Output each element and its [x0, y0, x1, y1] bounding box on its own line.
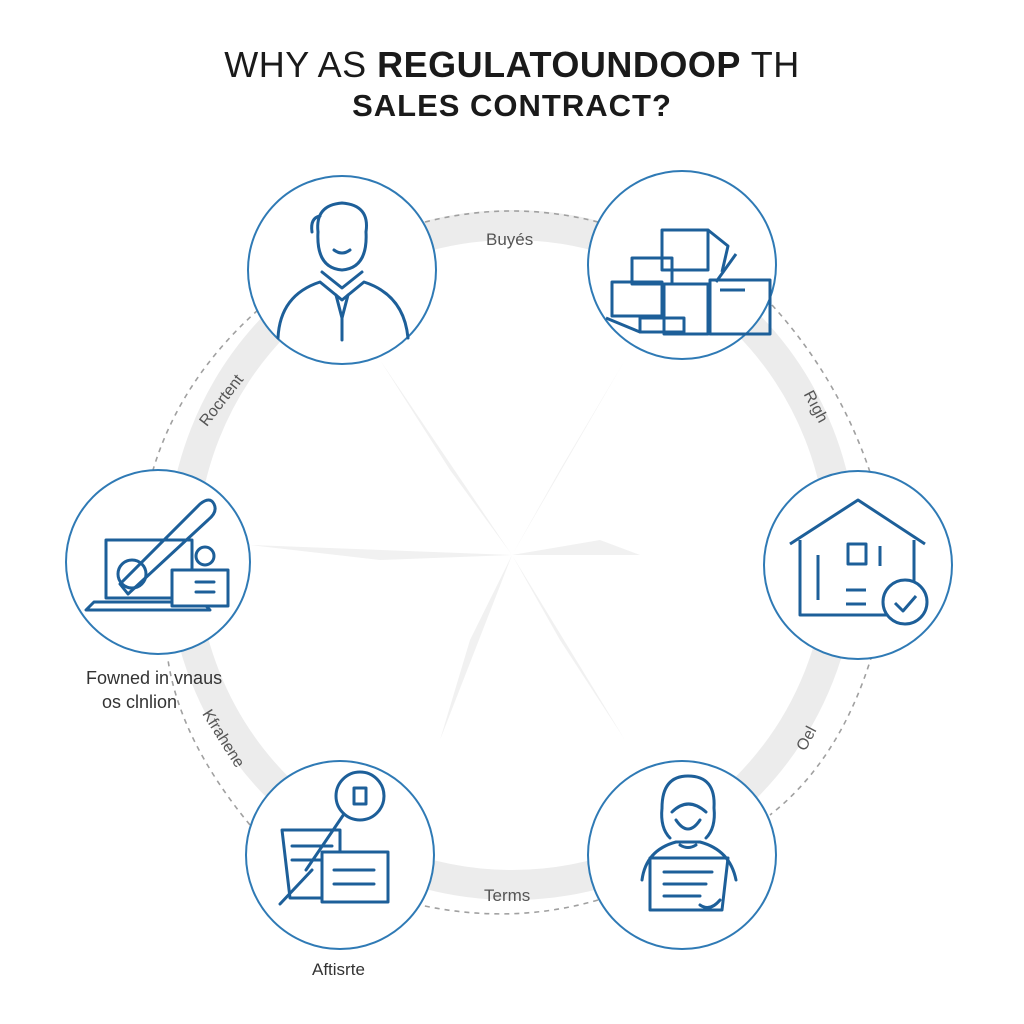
laptop-pen-icon: [84, 498, 230, 612]
title-line-1: WHY AS REGULATOUNDOOP TH: [0, 44, 1024, 86]
title-regular: WHY AS: [224, 44, 378, 85]
dashed-connectors: [152, 210, 873, 915]
node-circle-woman: [587, 760, 777, 950]
note-line-1: Fowned in vnaus: [86, 668, 223, 688]
note-line-2: os clnlion: [102, 692, 178, 712]
node-circle-laptop: [65, 469, 251, 655]
building-check-icon: [789, 498, 929, 626]
title-tail: TH: [740, 44, 800, 85]
label-bottom: Aftisrte: [312, 960, 365, 979]
boxes-icon: [605, 228, 772, 336]
label-terms: Terms: [484, 886, 531, 905]
label-buyers: Buyés: [486, 230, 534, 249]
title-bold: REGULATOUNDOOP: [377, 44, 741, 85]
title-line-2: SALES CONTRACT?: [352, 88, 672, 123]
businessman-icon: [276, 201, 410, 342]
node-circle-goods: [587, 170, 777, 360]
star-rays: [250, 360, 640, 740]
magnifier-documents-icon: [278, 770, 390, 906]
woman-document-icon: [640, 774, 738, 912]
